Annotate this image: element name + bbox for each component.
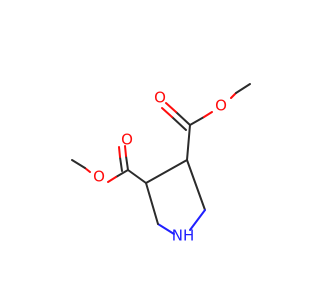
bond-carbonyl-top-double-a-o bbox=[165, 102, 177, 113]
bond-ring-c5-c4 bbox=[145, 182, 159, 225]
bond-carbonyl-left-single-o bbox=[107, 176, 117, 183]
bond-ester-left-methyl bbox=[71, 159, 86, 169]
bond-ester-top-methyl-o bbox=[230, 92, 237, 99]
bond-ring-c3-c2 bbox=[186, 159, 206, 211]
bond-ring-c2-n bbox=[189, 209, 206, 231]
bond-c3-carbonyl-top bbox=[186, 124, 191, 161]
nitrogen-ring-label: NH bbox=[172, 227, 195, 245]
bond-carbonyl-top-double-a bbox=[175, 111, 191, 126]
oxygen-carbonyl-top-label: O bbox=[154, 89, 166, 107]
oxygen-ester-left-label: O bbox=[93, 168, 105, 186]
bond-c4-carbonyl-left bbox=[127, 169, 147, 184]
bond-carbonyl-left-double-b-o bbox=[118, 146, 121, 158]
bond-ester-top-methyl bbox=[235, 83, 251, 94]
bond-carbonyl-left-double-a bbox=[125, 155, 129, 171]
bond-carbonyl-top-double-b bbox=[171, 116, 187, 131]
bond-ring-c4-c3 bbox=[145, 159, 188, 184]
bond-ester-left-methyl-o bbox=[84, 167, 91, 173]
bond-carbonyl-top-single-o bbox=[203, 111, 213, 118]
bond-ring-n-c5 bbox=[157, 223, 175, 235]
bond-carbonyl-top-single bbox=[189, 116, 205, 126]
bond-carbonyl-left-single bbox=[115, 169, 129, 178]
oxygen-carbonyl-left-label: O bbox=[121, 131, 133, 149]
bond-carbonyl-left-double-b bbox=[119, 156, 123, 172]
structure-diagram: O O O O NH bbox=[71, 83, 251, 245]
bond-carbonyl-top-double-b-o bbox=[161, 107, 173, 118]
oxygen-ester-top-label: O bbox=[215, 97, 227, 115]
bond-carbonyl-left-double-a-o bbox=[124, 145, 127, 157]
